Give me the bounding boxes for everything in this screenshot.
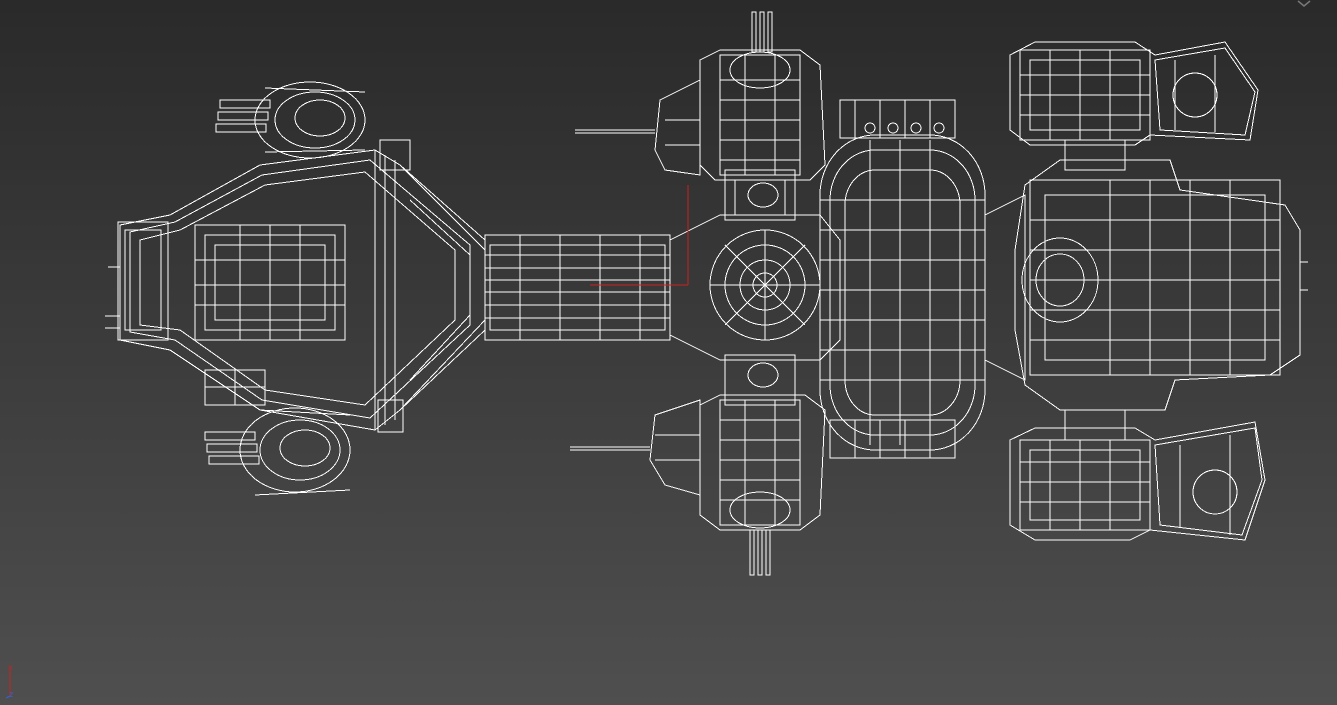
- axis-gizmo: x z: [5, 664, 13, 699]
- forward-hull[interactable]: [819, 99, 1026, 459]
- upper-wing-module[interactable]: [1009, 41, 1259, 171]
- lower-forward-pod[interactable]: [570, 394, 826, 576]
- x-axis-label: x: [8, 664, 13, 672]
- viewcube-icon[interactable]: [1297, 0, 1311, 8]
- lower-wing-module[interactable]: [1009, 409, 1266, 541]
- rear-engine-pod[interactable]: [105, 81, 486, 496]
- z-axis-line: [5, 695, 11, 699]
- z-axis-label: z: [9, 690, 13, 699]
- upper-forward-pod[interactable]: [575, 11, 826, 216]
- central-hub[interactable]: [669, 169, 841, 406]
- forward-nose-block[interactable]: [1014, 159, 1308, 411]
- pivot-marker: [590, 185, 689, 286]
- connecting-spine[interactable]: [484, 234, 671, 341]
